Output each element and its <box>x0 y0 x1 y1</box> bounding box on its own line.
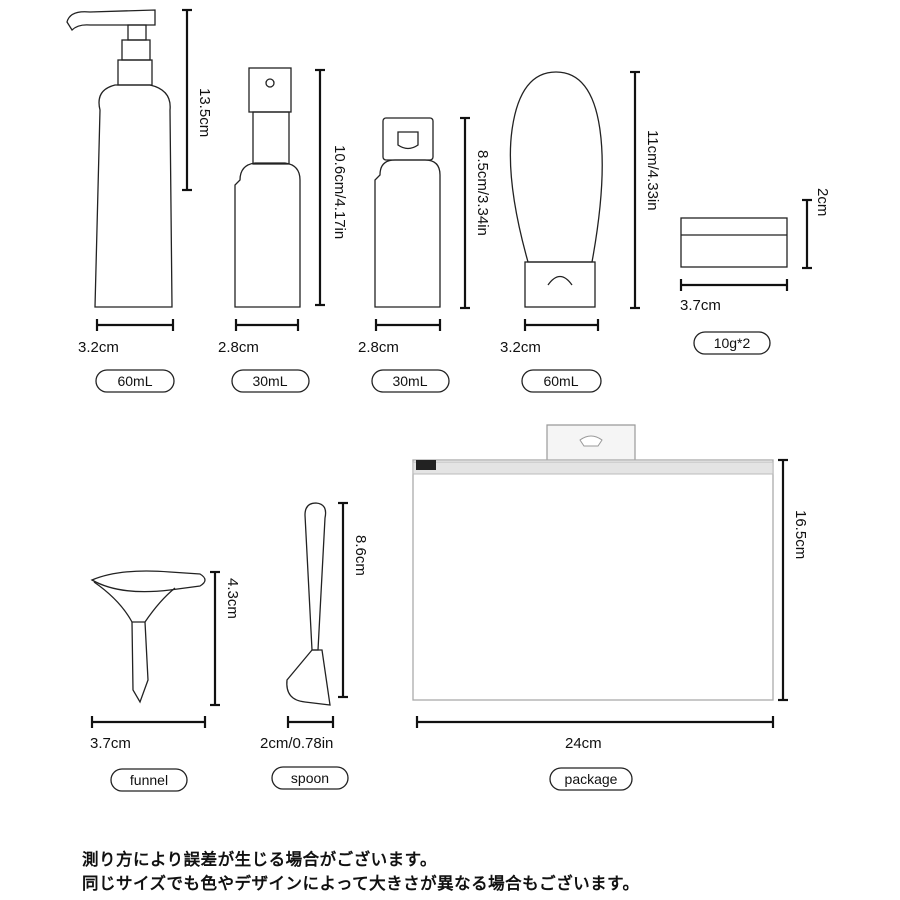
flip-cap-bottle-drawing <box>374 117 441 308</box>
jar-width-label: 3.7cm <box>680 297 721 314</box>
package-width-line <box>415 716 775 728</box>
pump-bottle-drawing <box>66 9 173 308</box>
spray-bottle-width-line <box>234 319 300 331</box>
squeeze-tube-capacity-badge: 60mL <box>543 373 578 389</box>
flip-cap-bottle-height-label: 8.5cm/3.34in <box>474 150 491 236</box>
spoon-height-label: 8.6cm <box>352 535 369 576</box>
spray-bottle-width-label: 2.8cm <box>218 339 259 356</box>
spray-bottle-height-line <box>315 68 325 307</box>
spoon-name-badge: spoon <box>291 770 329 786</box>
package-height-label: 16.5cm <box>792 510 809 559</box>
funnel-height-label: 4.3cm <box>224 578 241 619</box>
spoon-height-line <box>338 501 348 699</box>
flip-cap-bottle-capacity-badge: 30mL <box>392 373 427 389</box>
pump-bottle-capacity-badge: 60mL <box>117 373 152 389</box>
funnel-drawing <box>90 570 206 704</box>
spray-bottle-height-label: 10.6cm/4.17in <box>331 145 348 239</box>
package-width-label: 24cm <box>565 735 602 752</box>
squeeze-tube-width-line <box>523 319 600 331</box>
squeeze-tube-height-line <box>630 70 640 310</box>
flip-cap-bottle-height-line <box>460 116 470 310</box>
pump-bottle-height-label: 13.5cm <box>196 88 213 137</box>
funnel-name-badge: funnel <box>130 772 168 788</box>
jar-capacity-badge: 10g*2 <box>714 335 751 351</box>
jar-height-line <box>802 198 812 270</box>
spoon-width-line <box>286 716 335 728</box>
squeeze-tube-height-label: 11cm/4.33in <box>644 130 661 211</box>
note-size-variation: 同じサイズでも色やデザインによって大きさが異なる場合もございます。 <box>82 874 640 893</box>
jar-drawing <box>680 217 788 268</box>
squeeze-tube-width-label: 3.2cm <box>500 339 541 356</box>
pump-bottle-width-label: 3.2cm <box>78 339 119 356</box>
package-drawing <box>412 424 774 701</box>
jar-height-label: 2cm <box>814 188 831 216</box>
pump-bottle-height-line <box>182 8 192 192</box>
spoon-width-label: 2cm/0.78in <box>260 735 333 752</box>
flip-cap-bottle-width-line <box>374 319 442 331</box>
spoon-drawing <box>286 502 331 706</box>
funnel-width-label: 3.7cm <box>90 735 131 752</box>
package-name-badge: package <box>565 771 618 787</box>
flip-cap-bottle-width-label: 2.8cm <box>358 339 399 356</box>
spray-bottle-capacity-badge: 30mL <box>252 373 287 389</box>
funnel-height-line <box>210 570 220 707</box>
squeeze-tube-drawing <box>509 71 603 308</box>
jar-width-line <box>679 279 789 291</box>
package-height-line <box>778 458 788 702</box>
spray-bottle-drawing <box>234 67 301 308</box>
note-measurement-error: 測り方により誤差が生じる場合がございます。 <box>82 850 438 869</box>
pump-bottle-width-line <box>95 319 175 331</box>
funnel-width-line <box>90 716 207 728</box>
